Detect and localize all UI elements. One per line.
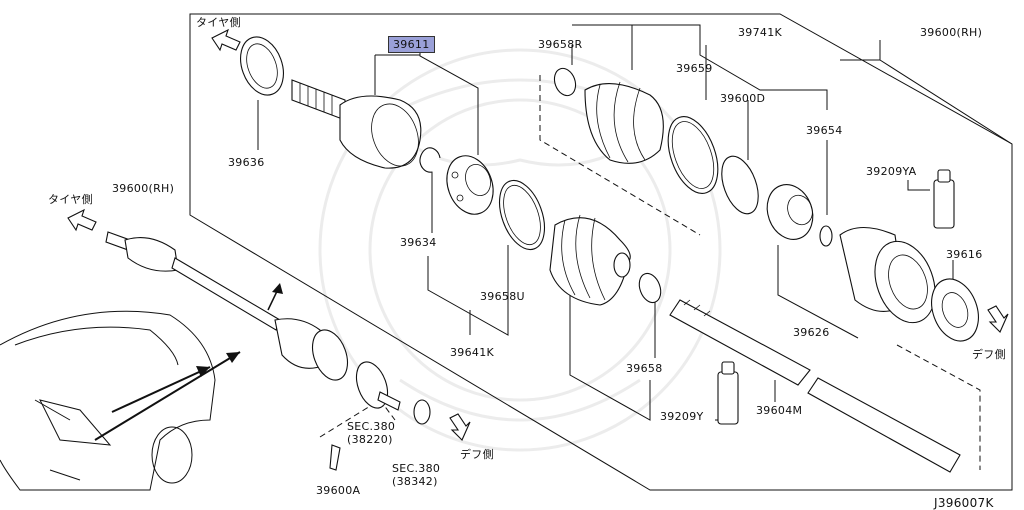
section-ref-380-b-number: (38342) xyxy=(392,475,438,488)
ring-39741k xyxy=(721,155,759,215)
tire-side-label-left: タイヤ側 xyxy=(48,193,93,206)
snap-ring-39634 xyxy=(419,147,441,173)
seal-39616 xyxy=(931,278,979,342)
seal-39636 xyxy=(240,36,284,96)
part-label-39658r[interactable]: 39658R xyxy=(538,38,583,51)
exploded-view-frame xyxy=(189,13,1013,491)
grease-39209ya xyxy=(933,169,955,229)
shaft-39604m xyxy=(669,299,961,473)
housing-39626 xyxy=(839,226,936,324)
snap-ring-39654 xyxy=(819,225,833,247)
drive-shaft-assembly xyxy=(105,231,431,471)
diff-side-label-mid: デフ側 xyxy=(460,448,494,461)
section-ref-380-b[interactable]: SEC.380 xyxy=(392,462,441,475)
part-label-39659[interactable]: 39659 xyxy=(676,62,713,75)
diff-side-label-right: デフ側 xyxy=(972,348,1006,361)
part-label-39636[interactable]: 39636 xyxy=(228,156,265,169)
part-label-39741k[interactable]: 39741K xyxy=(738,26,783,39)
section-ref-380-a[interactable]: SEC.380 xyxy=(347,420,396,433)
boot-39641k xyxy=(549,214,631,306)
boot-39659 xyxy=(584,81,664,164)
band-39600d xyxy=(667,116,719,194)
band-39658u xyxy=(498,179,546,251)
vehicle-outline xyxy=(0,310,216,491)
part-label-39600-rh-top[interactable]: 39600(RH) xyxy=(920,26,983,39)
outer-joint-39611 xyxy=(291,79,422,169)
part-label-39604m[interactable]: 39604M xyxy=(756,404,803,417)
grease-39209y xyxy=(717,361,739,425)
section-ref-380-a-number: (38220) xyxy=(347,433,393,446)
part-label-39658[interactable]: 39658 xyxy=(626,362,663,375)
leader-lines xyxy=(257,24,1013,470)
inner-race-39611 xyxy=(446,155,494,215)
clamp-39658r xyxy=(553,67,577,97)
part-label-39600a[interactable]: 39600A xyxy=(316,484,361,497)
part-label-39658u[interactable]: 39658U xyxy=(480,290,525,303)
part-label-39611[interactable]: 39611 xyxy=(388,36,435,53)
part-label-39654[interactable]: 39654 xyxy=(806,124,843,137)
part-label-39600d[interactable]: 39600D xyxy=(720,92,766,105)
part-label-39616[interactable]: 39616 xyxy=(946,248,983,261)
tire-side-label-top: タイヤ側 xyxy=(196,16,241,29)
part-label-39626[interactable]: 39626 xyxy=(793,326,830,339)
direction-arrows xyxy=(67,28,1009,441)
diagram-code: J396007K xyxy=(934,496,994,510)
part-label-39209ya[interactable]: 39209YA xyxy=(866,165,917,178)
clamp-39658 xyxy=(638,272,662,304)
part-label-39209y[interactable]: 39209Y xyxy=(660,410,704,423)
part-label-39634[interactable]: 39634 xyxy=(400,236,437,249)
inner-joint-39654 xyxy=(766,184,814,240)
part-label-39600-rh-mid[interactable]: 39600(RH) xyxy=(112,182,175,195)
part-label-39641k[interactable]: 39641K xyxy=(450,346,495,359)
